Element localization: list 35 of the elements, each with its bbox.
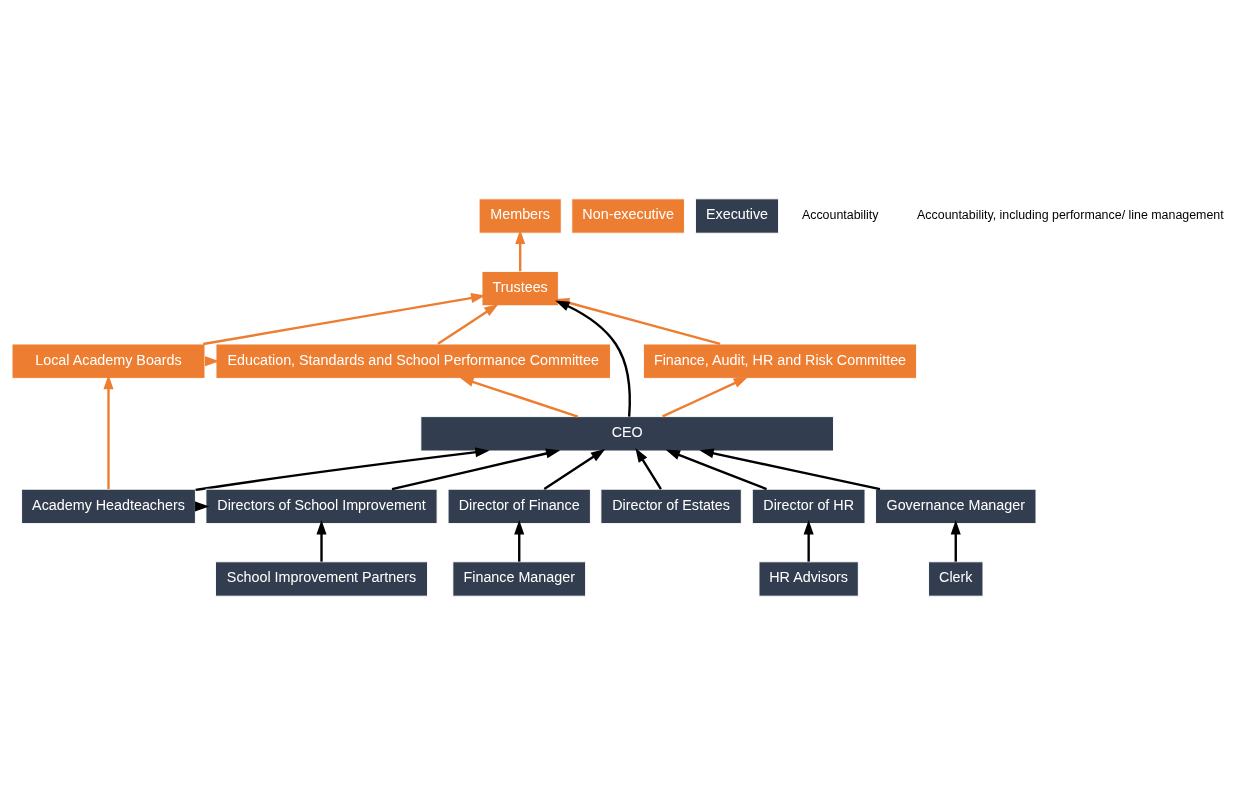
node-box: Directors of School Improvement [205,488,438,525]
node-box: School Improvement Partners [215,561,429,597]
legend-label: Non-executive [582,206,674,223]
arrow [391,448,561,491]
node-box: Director of Estates [600,488,742,525]
arrow [635,448,662,490]
legend-label: Executive [705,206,769,223]
arrow [514,520,525,562]
node-box: Members [478,198,562,234]
node-box: Finance Manager [452,561,587,597]
node-box: Education, Standards and School Performance Committee [215,343,611,379]
legend-label: Accountability [801,208,879,223]
arrow [543,449,606,491]
arrow [437,303,499,345]
arrow [103,374,114,489]
arrow [316,520,327,562]
arrow [195,447,490,492]
node-box: Governance Manager [875,488,1037,525]
arrow [662,376,749,418]
legend-label: Accountability, including performance/ line management [917,208,1224,223]
node-box: Trustees [481,270,559,307]
node-box: Clerk [928,561,984,597]
arrow [665,449,767,491]
arrow [203,293,486,346]
arrow [555,300,631,417]
node-box: Director of Finance [447,488,591,525]
node-box: Director of HR [751,488,866,525]
arrow [459,377,579,418]
node-box: CEO [420,416,834,452]
node-box: HR Advisors [758,561,859,597]
arrow [699,448,881,491]
arrow [950,520,961,562]
arrow [515,229,526,272]
node-box: Finance, Audit, HR and Risk Committee [642,343,918,379]
arrow [803,520,814,562]
